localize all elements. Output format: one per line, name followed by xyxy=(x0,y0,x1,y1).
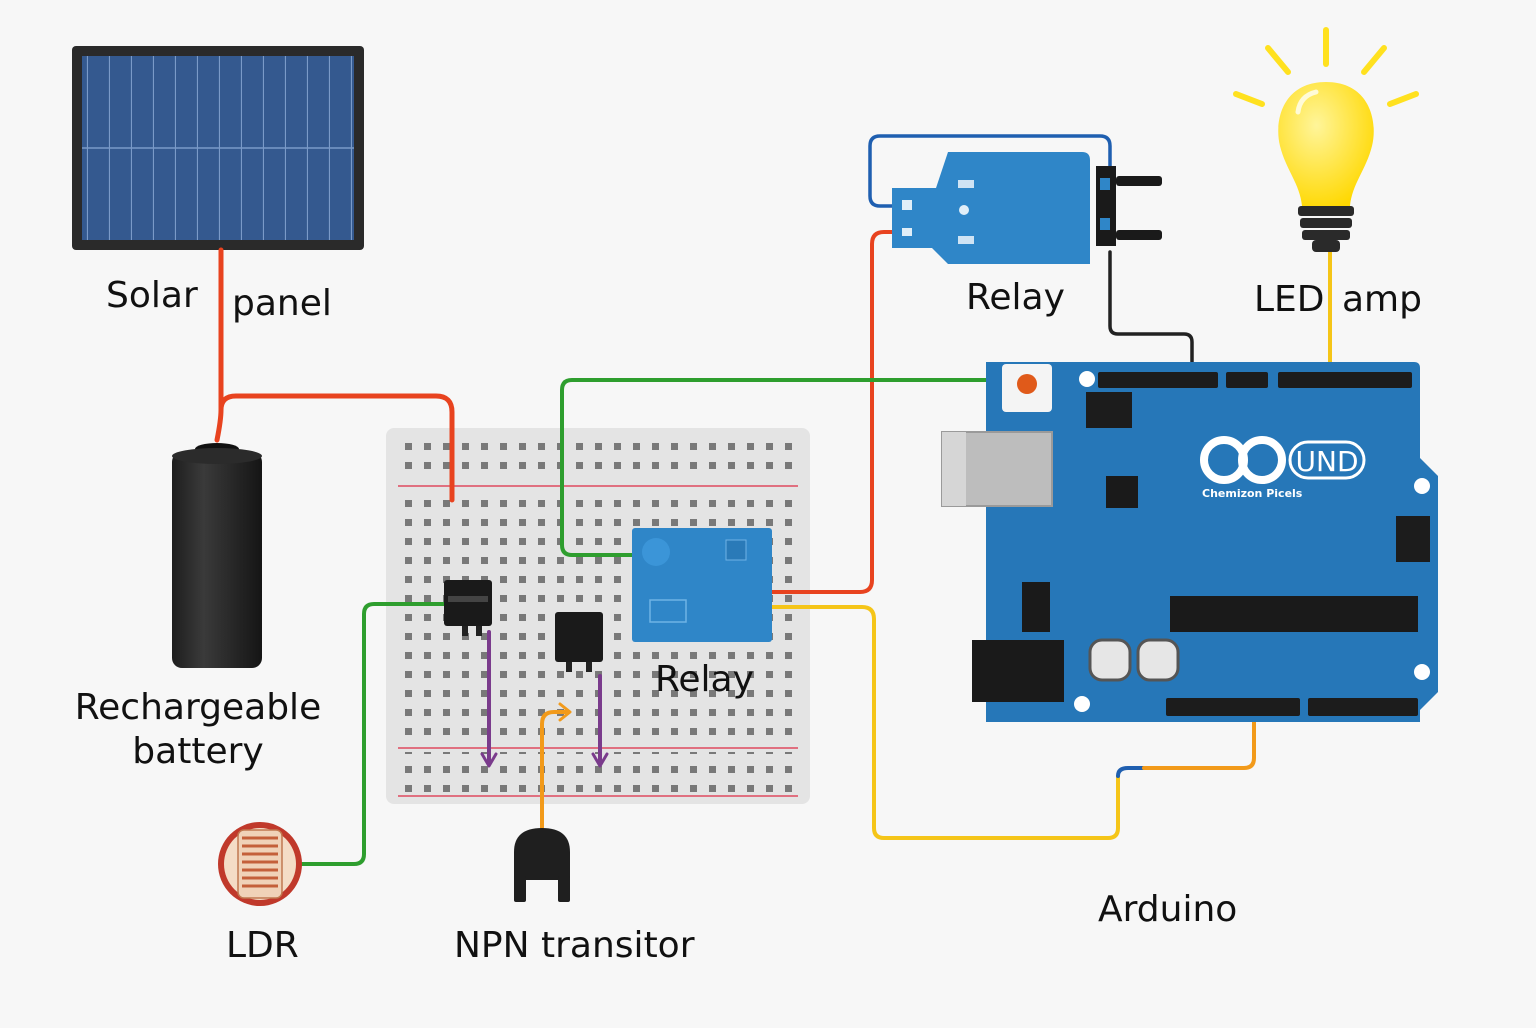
breadboard-chip-left xyxy=(444,580,492,636)
wire-red-relay xyxy=(770,230,904,594)
wire-green-arduino xyxy=(560,378,1010,557)
breadboard-chip-right xyxy=(555,612,603,672)
rechargeable-battery xyxy=(172,443,262,668)
wire-orange-arduino xyxy=(1142,706,1256,770)
relay-module xyxy=(632,528,772,642)
wire-blue-loop xyxy=(868,134,1112,208)
label-solar: Solar xyxy=(106,275,198,316)
arduino-logo xyxy=(1200,436,1366,484)
label-ldr: LDR xyxy=(226,925,299,966)
wire-black xyxy=(1108,250,1194,380)
label-panel: panel xyxy=(232,283,332,324)
label-led: LED xyxy=(1254,279,1325,320)
npn-transistor xyxy=(514,828,570,902)
wire-yellow xyxy=(770,605,1120,840)
ldr-sensor xyxy=(218,822,302,906)
wire-green-ldr xyxy=(300,602,448,866)
label-relay-board: Relay xyxy=(655,659,754,700)
label-npn: NPN transitor xyxy=(454,925,695,966)
relay-top xyxy=(892,152,1162,264)
arduino-uno xyxy=(941,362,1438,722)
label-battery-line1: Rechargeable xyxy=(74,687,322,728)
arduino-logo-text: UND xyxy=(1296,445,1359,478)
label-battery-line2: battery xyxy=(132,731,264,772)
wire-orange-transistor xyxy=(540,710,568,834)
label-arduino: Arduino xyxy=(1098,889,1238,930)
arduino-maker-text: Chemizon Picels xyxy=(1202,487,1303,500)
solar-panel xyxy=(72,46,364,250)
label-relay-top: Relay xyxy=(966,277,1065,318)
wires xyxy=(214,134,1332,866)
label-amp: amp xyxy=(1342,279,1422,320)
led-lamp xyxy=(1233,27,1419,252)
wire-red-solar xyxy=(218,247,455,503)
